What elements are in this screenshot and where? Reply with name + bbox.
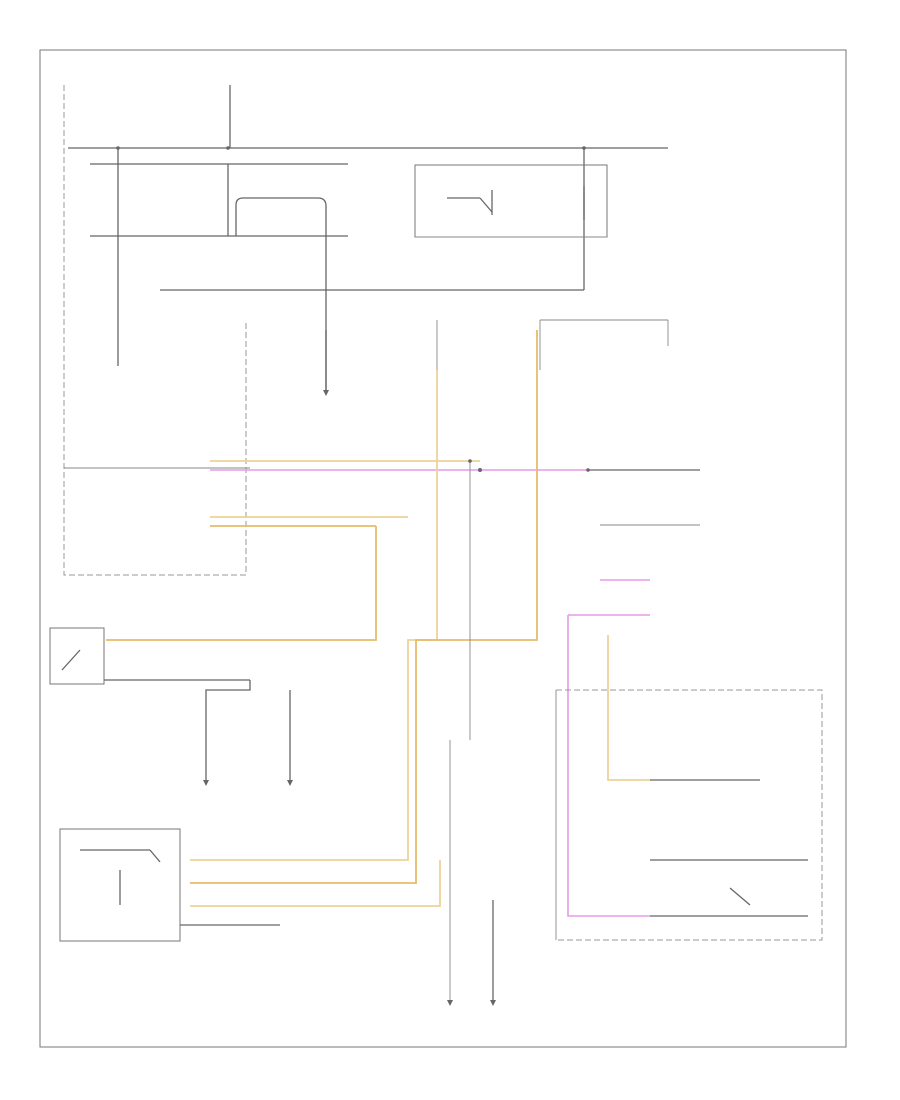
- relay-box: [414, 164, 608, 238]
- wire-orange-long: [190, 330, 538, 884]
- door-switch-box: [59, 828, 181, 942]
- cluster-boundary: [556, 689, 823, 941]
- wire-orange-switch: [106, 526, 377, 641]
- ground-symbol-e: [490, 1000, 496, 1006]
- switch-left-box: [49, 627, 105, 685]
- module-left-boundary: [63, 85, 247, 576]
- ground-symbol-a: [323, 390, 329, 396]
- wire-yellow-right: [607, 635, 650, 781]
- wire-yellow-bottom: [190, 860, 441, 907]
- diagram-frame: [39, 49, 847, 1048]
- wire-pink-right: [567, 615, 650, 917]
- wire-yellow-long: [190, 370, 438, 861]
- ground-symbol-b: [203, 780, 209, 786]
- ground-symbol-c: [287, 780, 293, 786]
- connector-dots: [116, 146, 590, 472]
- ground-symbol-d: [447, 1000, 453, 1006]
